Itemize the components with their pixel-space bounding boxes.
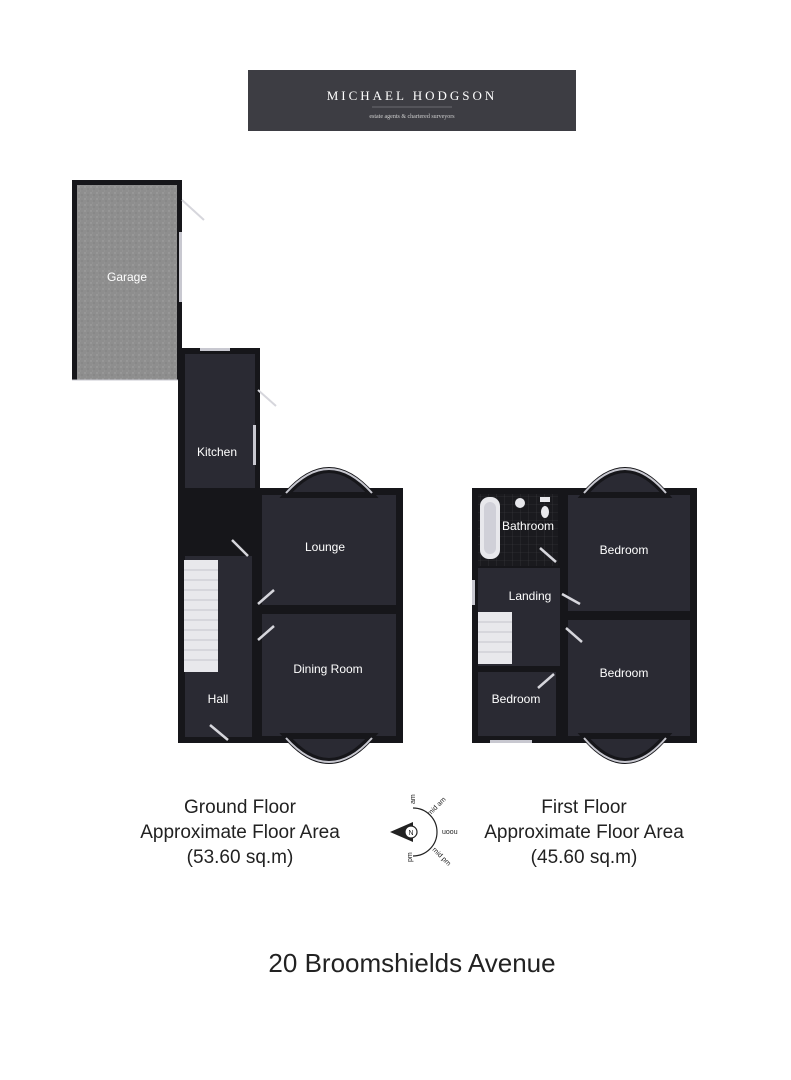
- lounge-bay-window: [279, 467, 379, 498]
- brand-name: MICHAEL HODGSON: [327, 88, 498, 103]
- basin-icon: [515, 498, 525, 508]
- ground-floor-area: (53.60 sq.m): [187, 847, 294, 868]
- compass-mid-am: mid am: [426, 796, 447, 817]
- property-address: 20 Broomshields Avenue: [268, 948, 555, 978]
- first-floor-subtitle: Approximate Floor Area: [484, 822, 684, 843]
- bedroom-rear-label: Bedroom: [600, 666, 649, 680]
- ground-doors: [209, 539, 275, 741]
- bedroom-small-window: [490, 740, 532, 743]
- bedroom-front-label: Bedroom: [600, 543, 649, 557]
- dining-room-label: Dining Room: [293, 662, 362, 676]
- kitchen-window-top: [200, 348, 230, 351]
- compass-mid-pm: mid pm: [431, 846, 452, 867]
- logo-banner: [248, 70, 576, 131]
- bedroom-front-room: [568, 495, 690, 611]
- compass-am: am: [410, 794, 417, 804]
- bedroom-rear-bay: [577, 733, 673, 764]
- compass-north: N: [408, 830, 413, 837]
- brand-logo: MICHAEL HODGSON estate agents & chartere…: [248, 70, 576, 131]
- dining-room: [262, 614, 396, 736]
- bathroom-label: Bathroom: [502, 519, 554, 533]
- garage-window: [179, 232, 182, 302]
- bathroom-room: Bathroom: [478, 494, 558, 566]
- landing-label: Landing: [509, 589, 552, 603]
- bedroom-front-bay: [577, 467, 673, 498]
- main-block: Hall Lounge Dining Room: [178, 467, 403, 764]
- first-floor-caption: First Floor Approximate Floor Area (45.6…: [484, 797, 684, 868]
- ground-floor-subtitle: Approximate Floor Area: [140, 822, 340, 843]
- compass-icon: N am mid am noon mid pm pm: [390, 794, 458, 868]
- bedroom-rear-room: [568, 620, 690, 736]
- first-doors: [537, 547, 583, 689]
- compass-noon: noon: [442, 828, 458, 835]
- landing-window: [472, 580, 475, 605]
- garage-room: Garage: [72, 180, 205, 381]
- ground-floor-caption: Ground Floor Approximate Floor Area (53.…: [140, 797, 340, 868]
- kitchen-back-door: [257, 389, 277, 407]
- kitchen-window-side: [253, 425, 256, 465]
- kitchen-label: Kitchen: [197, 445, 237, 459]
- first-floor-plan: Bathroom Landing Bedroom Bedroom Bedroom: [472, 467, 697, 868]
- garage-label: Garage: [107, 270, 147, 284]
- first-stairs: [478, 612, 512, 664]
- ground-floor-title: Ground Floor: [184, 797, 297, 818]
- first-floor-area: (45.60 sq.m): [531, 847, 638, 868]
- dining-bay-window: [279, 733, 379, 764]
- bedroom-small-label: Bedroom: [492, 692, 541, 706]
- ground-stairs: [184, 560, 218, 672]
- ground-floor-plan: Garage Kitchen: [72, 180, 403, 868]
- compass-pm: pm: [407, 852, 414, 862]
- brand-tagline: estate agents & chartered surveyors: [369, 114, 455, 120]
- garage-side-door: [181, 199, 205, 221]
- toilet-icon: [541, 506, 549, 518]
- first-floor-title: First Floor: [541, 797, 627, 818]
- lounge-label: Lounge: [305, 540, 345, 554]
- hall-label: Hall: [208, 692, 229, 706]
- lounge-room: [262, 495, 396, 605]
